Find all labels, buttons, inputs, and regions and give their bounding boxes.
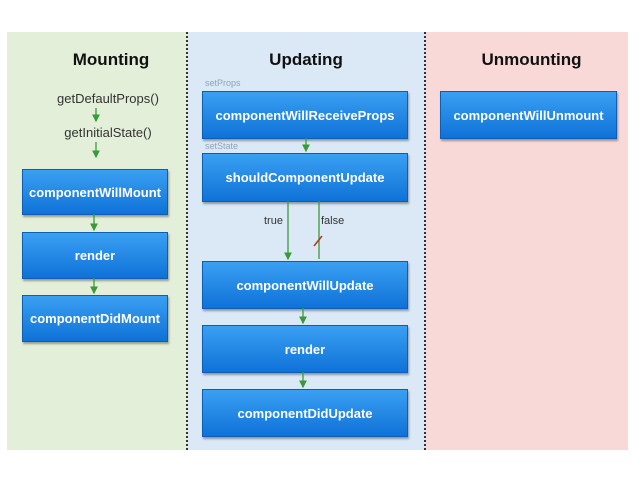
true-label: true	[264, 215, 283, 227]
divider-update-unmount	[424, 32, 426, 450]
unmounting-heading: Unmounting	[481, 50, 582, 69]
component-will-receive-props-box: componentWillReceiveProps	[202, 91, 408, 139]
mount-render-box: render	[22, 232, 168, 279]
component-did-update-box: componentDidUpdate	[202, 389, 408, 437]
false-label: false	[321, 215, 345, 227]
mounting-heading: Mounting	[72, 50, 150, 69]
component-will-unmount-box: componentWillUnmount	[440, 91, 617, 139]
false-block-mark	[313, 235, 323, 247]
component-will-update-box: componentWillUpdate	[202, 261, 408, 309]
updating-heading: Updating	[269, 50, 343, 69]
component-did-mount-box: componentDidMount	[22, 295, 168, 342]
set-state-label: setState	[205, 141, 239, 151]
should-component-update-box: shouldComponentUpdate	[202, 153, 408, 202]
get-default-props-label: getDefaultProps()	[57, 91, 159, 106]
set-props-label: setProps	[205, 78, 241, 88]
update-render-box: render	[202, 325, 408, 373]
divider-mount-update	[186, 32, 188, 450]
component-will-mount-box: componentWillMount	[22, 169, 168, 215]
get-initial-state-label: getInitialState()	[64, 125, 152, 140]
